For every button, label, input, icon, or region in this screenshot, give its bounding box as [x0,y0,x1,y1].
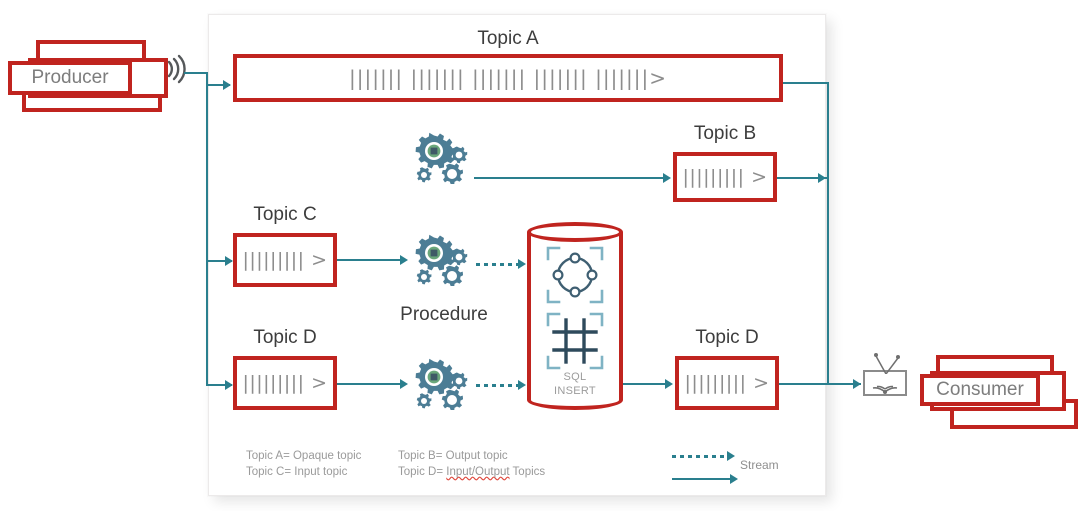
arrowhead-topic-c [225,256,233,266]
cylinder-top [527,222,623,242]
arrowhead-topic-d-right [665,379,673,389]
line-topic-b-out [777,177,829,179]
procedure-gears-bottom[interactable] [412,358,474,411]
legend-column-2: Topic B= Output topic Topic D= Input/Out… [398,448,545,480]
legend-stream-label: Stream [740,458,779,472]
topic-d-left-content: ||||||||| > [242,372,328,394]
producer-label: Producer [31,67,109,88]
graph-ring-icon [546,246,604,309]
producer-bus-stub [184,72,208,74]
legend-topic-a-desc: Opaque topic [289,450,362,462]
legend-solid-arrow [672,478,734,480]
arrow-topic-d-to-gears [337,383,405,385]
topic-b-label: Topic B [693,123,757,144]
sql-insert-line1: SQL [563,371,587,383]
producer-card-front[interactable]: Producer [8,61,132,95]
topic-b-content: ||||||||| > [682,166,768,188]
database-cylinder[interactable]: SQL INSERT [527,222,623,410]
legend-topic-a-term: Topic A= [246,450,290,462]
legend-topic-b-term: Topic B= [398,450,443,462]
arrowhead-gears-middle [400,255,408,265]
legend-topic-d-desc: Topics [509,466,546,478]
sql-insert-line2: INSERT [554,385,596,397]
dotted-arrow-gears-middle-to-db [476,263,520,266]
legend-topic-d-misspelled: Input/Output [446,466,510,478]
legend-dotted-arrow [672,455,730,458]
consumer-stack[interactable]: Consumer [920,355,1080,433]
line-topic-a-out [783,82,829,84]
legend-solid-arrowhead [730,474,738,484]
receiver-antenna-icon[interactable] [863,353,907,396]
legend-row-topic-b: Topic B= Output topic [398,448,545,464]
arrowhead-gears-bottom [400,379,408,389]
topic-d-right-content: ||||||||| > [684,372,770,394]
arrowhead-topic-a [223,80,231,90]
topic-c-label: Topic C [253,204,317,225]
procedure-gears-top[interactable] [412,132,474,185]
topic-a-label: Topic A [477,28,539,49]
legend-topic-c-term: Topic C= [246,466,292,478]
topic-b-box[interactable]: ||||||||| > [673,152,777,202]
procedure-label: Procedure [400,304,488,325]
arrow-producer-to-topic-c [206,260,232,262]
line-topic-d-right-out [779,383,861,385]
topic-d-right-box[interactable]: ||||||||| > [675,356,779,410]
arrow-db-to-topic-d-right [623,383,671,385]
producer-stack[interactable]: Producer [8,40,173,112]
arrowhead-consumer-receiver [853,379,861,389]
arrowhead-db-bottom [518,380,526,390]
topic-a-box[interactable]: ||||||| ||||||| ||||||| ||||||| |||||||> [233,54,783,102]
dotted-arrow-gears-bottom-to-db [476,384,520,387]
legend-topic-c-desc: Input topic [291,466,348,478]
procedure-gears-middle[interactable] [412,234,474,287]
arrowhead-bus-topic-b [818,173,826,183]
arrowhead-topic-b [663,173,671,183]
producer-bus-vertical [206,72,208,385]
legend-topic-b-desc: Output topic [442,450,508,462]
legend-row-topic-d: Topic D= Input/Output Topics [398,464,545,480]
topic-a-content: ||||||| ||||||| ||||||| ||||||| |||||||> [348,66,668,90]
topic-c-box[interactable]: ||||||||| > [233,233,337,287]
legend-dotted-arrowhead [727,451,735,461]
consumer-label: Consumer [936,379,1024,400]
legend-topic-d-term: Topic D= [398,466,444,478]
arrow-producer-to-topic-d [206,384,232,386]
arrow-gears-to-topic-b [474,177,668,179]
legend-column-1: Topic A= Opaque topic Topic C= Input top… [246,448,361,480]
arrow-topic-c-to-gears [337,259,405,261]
topic-d-left-box[interactable]: ||||||||| > [233,356,337,410]
output-bus-vertical [827,82,829,384]
arrowhead-topic-d-left [225,380,233,390]
arrow-producer-to-topic-a [206,84,230,86]
topic-d-right-label: Topic D [695,327,759,348]
consumer-card-front[interactable]: Consumer [920,374,1040,406]
legend-row-topic-c: Topic C= Input topic [246,464,361,480]
arrowhead-db-top [518,259,526,269]
topic-c-content: ||||||||| > [242,249,328,271]
table-grid-icon [546,312,604,375]
topic-d-left-label: Topic D [253,327,317,348]
legend-row-topic-a: Topic A= Opaque topic [246,448,361,464]
